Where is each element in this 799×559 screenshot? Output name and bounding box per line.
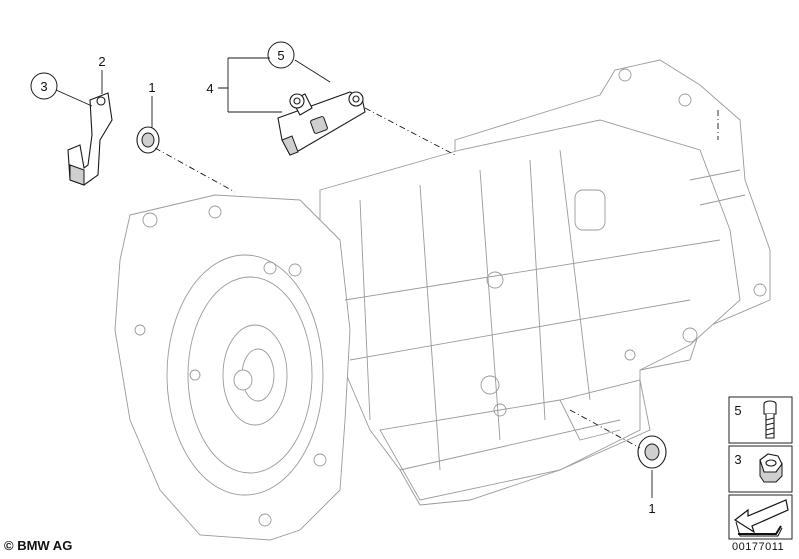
- callout-number: 1: [148, 80, 155, 95]
- callout-circle: [267, 41, 295, 69]
- bolt-icon: [763, 400, 777, 439]
- callout-number: 3: [40, 79, 47, 94]
- copyright-label: © BMW AG: [4, 538, 73, 553]
- callout-number: 5: [277, 48, 284, 63]
- arrow-icon: [733, 499, 789, 537]
- callout-number: 1: [648, 501, 655, 516]
- callout-4: 4: [206, 81, 213, 96]
- callout-5: 5: [267, 41, 295, 69]
- callout-1-top: 1: [148, 80, 155, 95]
- legend-number: 3: [734, 452, 741, 467]
- hook-bracket-part: [67, 92, 113, 186]
- callout-circle: [30, 72, 58, 100]
- drawing-id-label: 00177011: [732, 541, 785, 553]
- callout-number: 4: [206, 81, 213, 96]
- mounting-bracket-part: [277, 91, 366, 156]
- legend-cell-bolt: [728, 396, 793, 444]
- nut-icon: [759, 453, 783, 483]
- transmission-housing: [114, 59, 771, 541]
- callout-2: 2: [98, 54, 105, 69]
- washer-top-part: [136, 126, 160, 154]
- callout-1-bottom: 1: [648, 501, 655, 516]
- legend-number: 5: [734, 403, 741, 418]
- legend-panel: 5 3: [728, 396, 793, 540]
- assembly-lines: [154, 107, 719, 449]
- callout-leaders: [55, 57, 653, 498]
- callout-number: 2: [98, 54, 105, 69]
- callout-3: 3: [30, 72, 58, 100]
- washer-bottom-part: [637, 435, 667, 469]
